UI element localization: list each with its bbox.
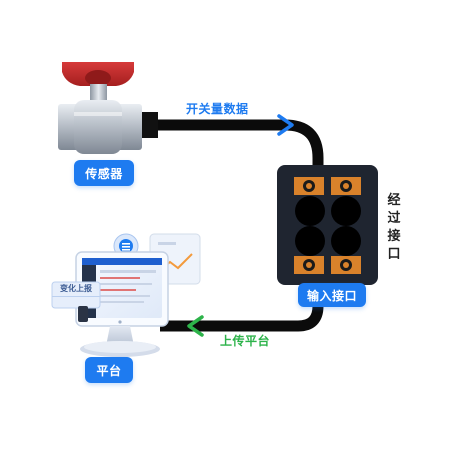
cable-interface-to-platform [160,300,324,332]
arrow-right-icon [277,114,294,136]
ball-valve-icon [58,62,158,154]
computer-monitor-icon [51,233,201,357]
arrow-left-icon [187,315,204,337]
platform-label: 平台 [85,357,133,383]
sensor-label: 传感器 [74,160,134,186]
terminal-block-icon [277,165,378,285]
flow-label-switch-data: 开关量数据 [186,102,249,116]
terminal-pads [295,196,361,256]
cable-sensor-to-interface [156,119,324,168]
terminal-copper-bottom [294,256,361,274]
input-interface-label: 输入接口 [298,283,366,307]
screen-badge-text: 变化上报 [60,284,92,293]
terminal-copper-top [294,177,361,195]
vertical-label-via-interface: 经过接口 [387,193,401,262]
flow-label-upload-platform: 上传平台 [220,334,271,348]
